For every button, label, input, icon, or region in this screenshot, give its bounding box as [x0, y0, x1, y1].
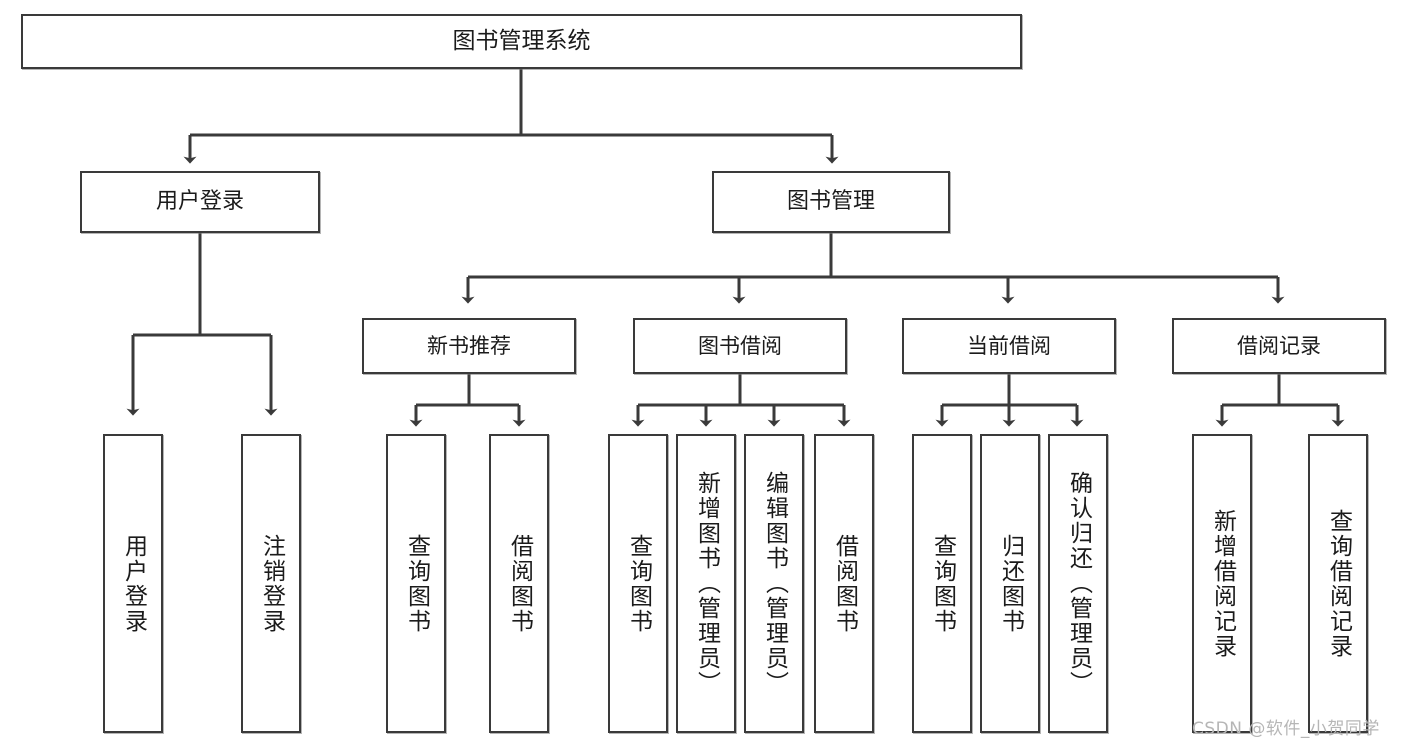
node-label: 编辑图书（管理员）	[761, 471, 788, 696]
node-label: 新书推荐	[427, 333, 511, 358]
leaf-edit-book-admin[interactable]: 编辑图书（管理员）	[744, 434, 804, 733]
node-label: 借阅记录	[1237, 333, 1321, 358]
node-root-system[interactable]: 图书管理系统	[21, 14, 1022, 69]
leaf-query-borrow-record[interactable]: 查询借阅记录	[1308, 434, 1368, 733]
node-book-borrow[interactable]: 图书借阅	[633, 318, 847, 374]
node-label: 新增图书（管理员）	[693, 471, 720, 696]
leaf-user-logout[interactable]: 注销登录	[241, 434, 301, 733]
node-book-management[interactable]: 图书管理	[712, 171, 950, 233]
node-label: 图书管理系统	[452, 27, 591, 54]
node-borrow-record[interactable]: 借阅记录	[1172, 318, 1386, 374]
node-label: 用户登录	[120, 533, 147, 634]
node-label: 注销登录	[258, 533, 285, 634]
node-label: 当前借阅	[967, 333, 1051, 358]
leaf-add-borrow-record[interactable]: 新增借阅记录	[1192, 434, 1252, 733]
leaf-query-book-recommend[interactable]: 查询图书	[386, 434, 446, 733]
leaf-user-login[interactable]: 用户登录	[103, 434, 163, 733]
node-label: 查询图书	[403, 533, 430, 634]
node-label: 确认归还（管理员）	[1065, 471, 1092, 696]
node-label: 查询借阅记录	[1325, 508, 1352, 659]
node-user-login[interactable]: 用户登录	[80, 171, 320, 233]
node-current-borrow[interactable]: 当前借阅	[902, 318, 1116, 374]
node-label: 图书借阅	[698, 333, 782, 358]
node-new-book-recommend[interactable]: 新书推荐	[362, 318, 576, 374]
leaf-return-book[interactable]: 归还图书	[980, 434, 1040, 733]
leaf-query-book-borrow[interactable]: 查询图书	[608, 434, 668, 733]
node-label: 用户登录	[155, 189, 244, 215]
leaf-add-book-admin[interactable]: 新增图书（管理员）	[676, 434, 736, 733]
leaf-confirm-return-admin[interactable]: 确认归还（管理员）	[1048, 434, 1108, 733]
leaf-borrow-book[interactable]: 借阅图书	[814, 434, 874, 733]
node-label: 查询图书	[625, 533, 652, 634]
leaf-query-book-current[interactable]: 查询图书	[912, 434, 972, 733]
leaf-borrow-book-recommend[interactable]: 借阅图书	[489, 434, 549, 733]
node-label: 借阅图书	[506, 533, 533, 634]
node-label: 查询图书	[929, 533, 956, 634]
node-label: 新增借阅记录	[1209, 508, 1236, 659]
node-label: 图书管理	[786, 189, 875, 215]
node-label: 借阅图书	[831, 533, 858, 634]
node-label: 归还图书	[997, 533, 1024, 634]
watermark-text: CSDN @软件_小贺同学	[1192, 719, 1380, 739]
